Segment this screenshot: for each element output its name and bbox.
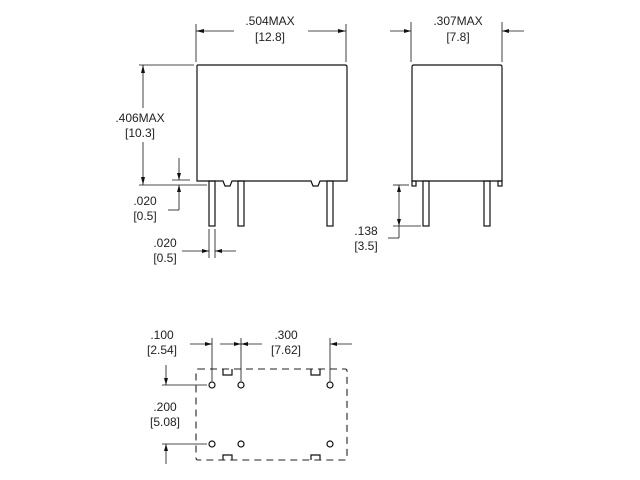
pin-hole <box>208 381 216 389</box>
row-spacing-inch: .200 <box>153 400 177 414</box>
side-pin-1 <box>422 180 430 227</box>
front-height-dimension: .406MAX [10.3] <box>115 64 207 186</box>
side-standoff-left <box>411 180 417 187</box>
pin-width-dimension: .020 [0.5] <box>153 229 236 265</box>
front-pin-1 <box>208 180 216 227</box>
front-pin-3 <box>326 180 334 227</box>
pin-width-mm: [0.5] <box>153 251 176 265</box>
front-width-inch: .504MAX <box>245 14 294 28</box>
bottom-notch-top-right <box>310 369 321 376</box>
front-view: .504MAX [12.8] .406MAX [10.3] .020 [0.5] <box>115 14 348 265</box>
front-standoff-dimension: .020 [0.5] <box>133 158 190 223</box>
side-view: .307MAX [7.8] .138 [3.5] <box>354 14 524 253</box>
pin-hole <box>208 440 216 448</box>
side-width-inch: .307MAX <box>433 14 482 28</box>
side-width-mm: [7.8] <box>446 30 469 44</box>
front-width-dimension: .504MAX [12.8] <box>195 14 347 62</box>
pin-hole <box>326 440 334 448</box>
bottom-view: .100 [2.54] .300 [7.62] .200 [5.08] <box>147 328 352 464</box>
pitch-small-inch: .100 <box>150 328 174 342</box>
pitch-dimensions: .100 [2.54] .300 [7.62] <box>147 328 352 381</box>
side-body <box>411 64 503 182</box>
pin-hole <box>237 381 245 389</box>
pin-length-mm: [3.5] <box>354 239 377 253</box>
pin-hole <box>237 440 245 448</box>
side-standoff-right <box>497 180 503 187</box>
bottom-outline <box>195 368 348 461</box>
pin-width-inch: .020 <box>153 236 177 250</box>
front-body <box>196 64 348 187</box>
front-width-mm: [12.8] <box>255 30 285 44</box>
side-width-dimension: .307MAX [7.8] <box>390 14 524 62</box>
bottom-notch-bottom-left <box>222 454 233 460</box>
front-height-mm: [10.3] <box>125 126 155 140</box>
pin-hole <box>326 381 334 389</box>
pitch-small-mm: [2.54] <box>147 343 177 357</box>
row-spacing-mm: [5.08] <box>150 415 180 429</box>
row-spacing-dimension: .200 [5.08] <box>150 365 207 464</box>
pin-length-inch: .138 <box>354 224 378 238</box>
pitch-large-inch: .300 <box>274 328 298 342</box>
bottom-notch-bottom-right <box>310 454 321 460</box>
front-pin-2 <box>237 180 245 227</box>
bottom-notch-top-left <box>222 369 233 376</box>
standoff-inch: .020 <box>133 194 157 208</box>
side-pin-2 <box>483 180 491 227</box>
pitch-large-mm: [7.62] <box>271 343 301 357</box>
standoff-mm: [0.5] <box>133 209 156 223</box>
pin-length-dimension: .138 [3.5] <box>354 184 421 253</box>
front-height-inch: .406MAX <box>115 111 164 125</box>
